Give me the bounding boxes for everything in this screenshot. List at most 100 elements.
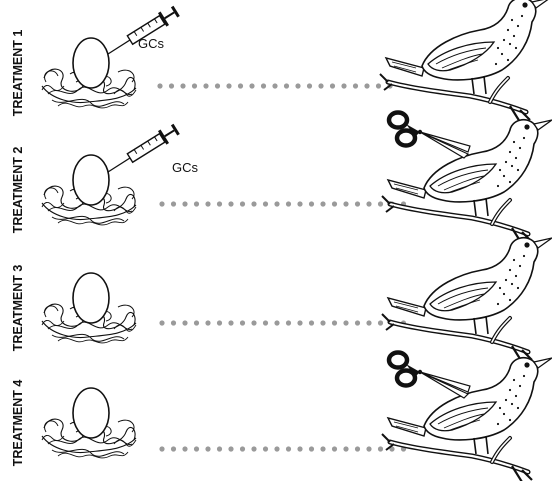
connector-dot <box>355 446 360 451</box>
connector-dot <box>272 83 277 88</box>
connector-dot <box>355 320 360 325</box>
connector-dot <box>228 446 233 451</box>
connector-dot <box>205 201 210 206</box>
connector-dot <box>217 446 222 451</box>
dotted-connector <box>157 83 392 88</box>
connector-dot <box>378 201 383 206</box>
connector-dot <box>261 83 266 88</box>
connector-dot <box>378 446 383 451</box>
connector-dot <box>376 83 381 88</box>
connector-dot <box>157 83 162 88</box>
syringe-icon <box>108 122 181 172</box>
bird-icon <box>382 358 552 481</box>
connector-dot <box>274 320 279 325</box>
connector-dot <box>159 446 164 451</box>
connector-dot <box>203 83 208 88</box>
treatment-1-label: TREATMENT 1 <box>11 30 25 117</box>
bird-icon <box>382 238 552 362</box>
dotted-connector <box>159 201 406 206</box>
scissors-icon <box>389 113 470 159</box>
connector-dot <box>297 201 302 206</box>
connector-dot <box>366 201 371 206</box>
connector-dot <box>297 446 302 451</box>
connector-dot <box>332 446 337 451</box>
connector-dot <box>309 201 314 206</box>
dotted-connector <box>159 446 406 451</box>
connector-dot <box>318 83 323 88</box>
connector-dot <box>309 446 314 451</box>
connector-dot <box>343 446 348 451</box>
bird-icon <box>382 120 552 244</box>
egg-icon <box>73 38 109 88</box>
connector-dot <box>366 446 371 451</box>
connector-dot <box>309 320 314 325</box>
dotted-connector <box>159 320 406 325</box>
connector-dot <box>320 320 325 325</box>
connector-dot <box>274 446 279 451</box>
egg-icon <box>73 273 109 323</box>
connector-dot <box>320 201 325 206</box>
connector-dot <box>341 83 346 88</box>
connector-dot <box>263 320 268 325</box>
connector-dot <box>159 320 164 325</box>
connector-dot <box>251 320 256 325</box>
connector-dot <box>217 320 222 325</box>
connector-dot <box>182 446 187 451</box>
connector-dot <box>343 201 348 206</box>
connector-dot <box>355 201 360 206</box>
connector-dot <box>251 201 256 206</box>
connector-dot <box>251 446 256 451</box>
egg-icon <box>73 388 109 438</box>
treatment-2-label: TREATMENT 2 <box>11 147 25 234</box>
connector-dot <box>192 83 197 88</box>
connector-dot <box>286 320 291 325</box>
connector-dot <box>332 201 337 206</box>
connector-dot <box>171 320 176 325</box>
connector-dot <box>263 446 268 451</box>
connector-dot <box>307 83 312 88</box>
treatment-3-label: TREATMENT 3 <box>11 265 25 352</box>
treatment-4-label: TREATMENT 4 <box>11 380 25 467</box>
connector-dot <box>366 320 371 325</box>
connector-dot <box>215 83 220 88</box>
connector-dot <box>169 83 174 88</box>
connector-dot <box>353 83 358 88</box>
connector-dot <box>228 320 233 325</box>
connector-dot <box>159 201 164 206</box>
egg-icon <box>73 155 109 205</box>
connector-dot <box>263 201 268 206</box>
connector-dot <box>194 201 199 206</box>
connector-dot <box>194 320 199 325</box>
injection-label-1: GCs <box>138 36 165 51</box>
connector-dot <box>238 83 243 88</box>
connector-dot <box>194 446 199 451</box>
connector-dot <box>226 83 231 88</box>
connector-dot <box>217 201 222 206</box>
connector-dot <box>286 201 291 206</box>
connector-dot <box>205 446 210 451</box>
injection-label-2: GCs <box>172 160 199 175</box>
connector-dot <box>182 320 187 325</box>
connector-dot <box>320 446 325 451</box>
bird-icon <box>380 0 550 122</box>
connector-dot <box>295 83 300 88</box>
connector-dot <box>364 83 369 88</box>
connector-dot <box>171 201 176 206</box>
connector-dot <box>286 446 291 451</box>
connector-dot <box>228 201 233 206</box>
connector-dot <box>284 83 289 88</box>
connector-dot <box>297 320 302 325</box>
connector-dot <box>378 320 383 325</box>
connector-dot <box>240 320 245 325</box>
connector-dot <box>332 320 337 325</box>
connector-dot <box>249 83 254 88</box>
connector-dot <box>274 201 279 206</box>
connector-dot <box>182 201 187 206</box>
scissors-icon <box>389 353 470 399</box>
connector-dot <box>205 320 210 325</box>
connector-dot <box>180 83 185 88</box>
connector-dot <box>240 446 245 451</box>
connector-dot <box>171 446 176 451</box>
connector-dot <box>240 201 245 206</box>
